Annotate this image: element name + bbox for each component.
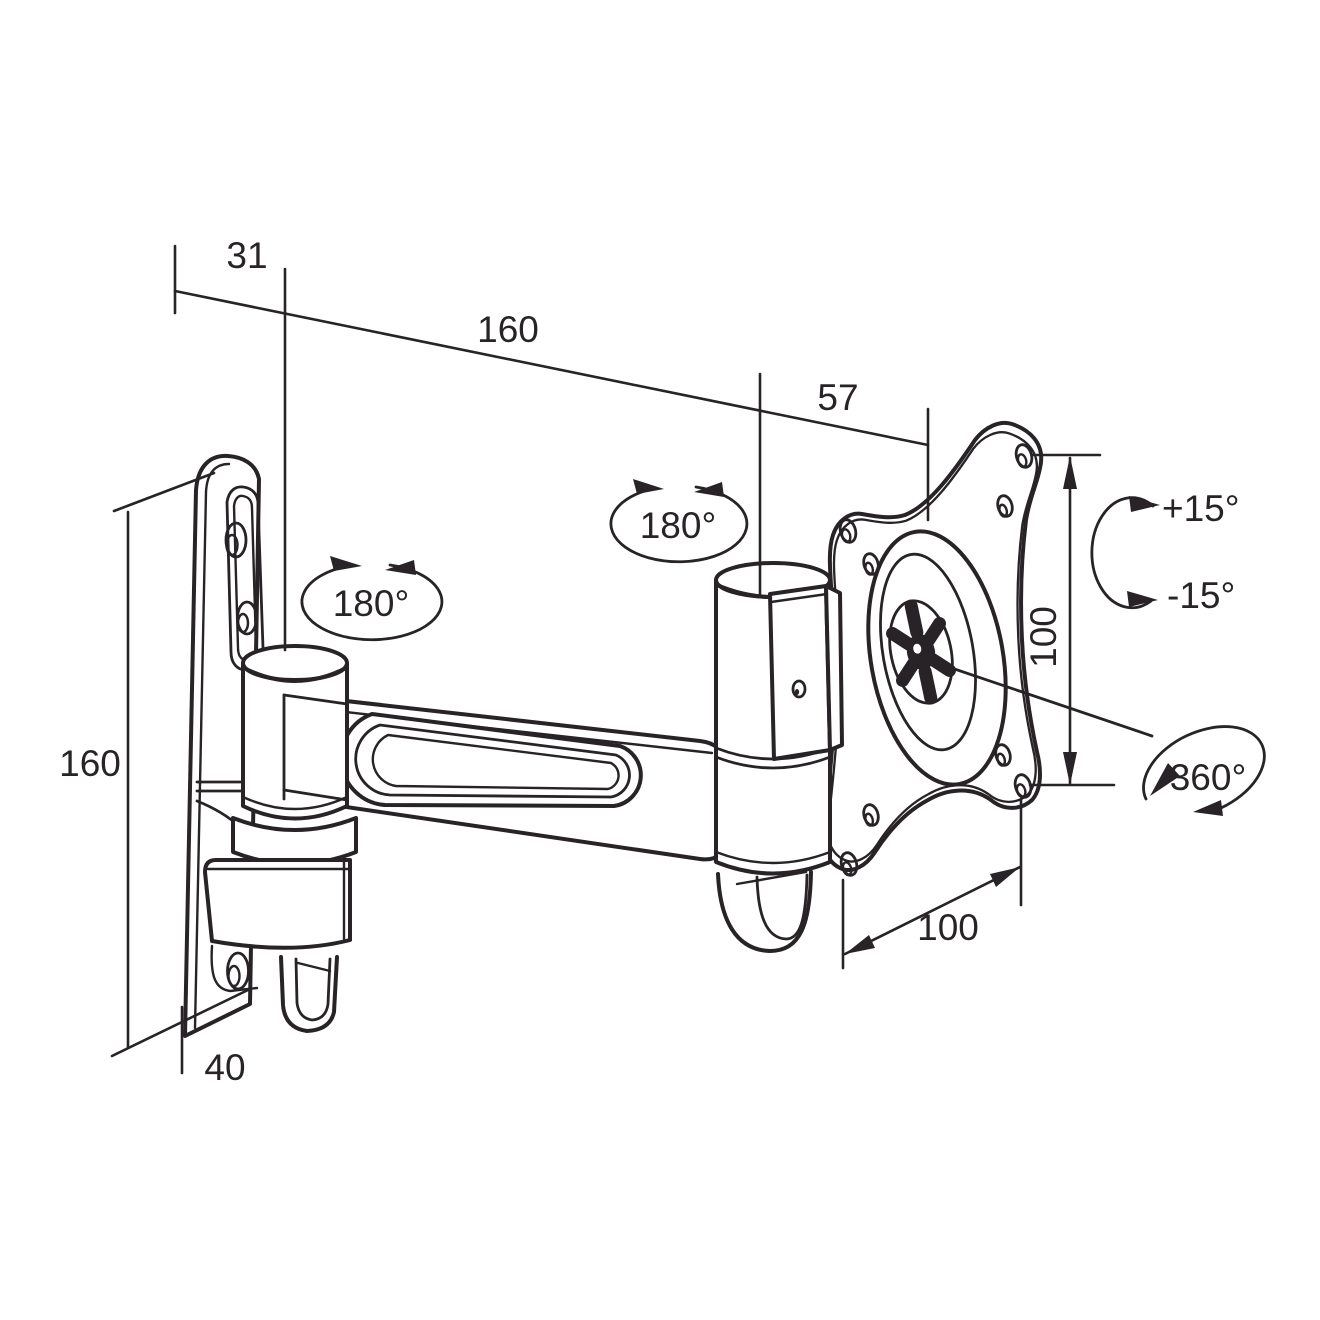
dim-arm-reach: 160 [477,309,539,350]
tilt-annotation: +15° -15° [1090,488,1240,616]
dim-vesa-vertical: 100 [1023,606,1064,668]
boss-outer-circle [866,529,1008,787]
left-cable-hook [279,955,339,1033]
dim-plate-width: 40 [204,1047,245,1088]
rotation-360-ellipse [1142,725,1266,810]
label-wall-swivel: 180° [333,583,410,624]
head-swivel-annotation: 180° [609,479,749,564]
label-screen-rotation: 360° [1170,757,1247,798]
wall-swivel-annotation: 180° [300,556,444,642]
label-head-swivel: 180° [640,505,717,546]
clamp-screw-hole [791,679,807,699]
leader-line [923,657,1154,738]
rotation-360-annotation: 360° [923,657,1266,816]
wall-pivot-drum [203,816,358,950]
label-tilt-down: -15° [1167,575,1235,616]
vesa-plate [821,420,1044,877]
top-dimension-line [173,289,930,447]
plate-keyhole [210,944,259,993]
pivot-hub [886,599,956,705]
dim-plate-height: 160 [59,743,121,784]
plate-hole-mid [236,600,258,636]
rotation-annotations: 180° 180° +15° -15° 360° [300,479,1266,816]
tilt-arrow-arc [1090,496,1155,610]
plate-hole-top [224,521,248,559]
boss-inner-circle [879,552,977,752]
rotation-arrow-ellipse [609,485,749,564]
dim-head-offset: 57 [817,377,858,418]
rotation-arrow-ellipse [300,563,444,642]
label-tilt-up: +15° [1162,488,1240,529]
wall-pivot-cylinder [241,644,349,821]
vesa-horizontal-dimension-line [843,865,1022,956]
right-cable-hook [716,870,813,953]
dim-vesa-horizontal: 100 [917,907,979,948]
dim-wall-offset: 31 [226,235,267,276]
dimension-lines: 31 160 57 160 40 100 100 [59,235,1116,1088]
head-clamp-bracket [768,584,844,761]
